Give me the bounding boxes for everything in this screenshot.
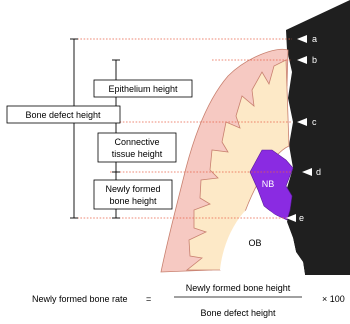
marker-c-label: c [312, 117, 317, 127]
marker-d-label: d [316, 167, 321, 177]
marker-a-label: a [312, 34, 317, 44]
connective-tissue-height-label-2: tissue height [112, 149, 163, 159]
formula-equals: = [146, 294, 151, 304]
ob-label: OB [248, 238, 261, 248]
newly-formed-bone-height-label-1: Newly formed [105, 184, 160, 194]
formula-numerator: Newly formed bone height [186, 283, 291, 293]
nb-label: NB [262, 179, 275, 189]
bone-defect-height-label: Bone defect height [25, 110, 101, 120]
newly-formed-bone-height-label-2: bone height [109, 196, 157, 206]
epithelium-height-label: Epithelium height [108, 84, 178, 94]
formula-denominator: Bone defect height [200, 308, 276, 318]
connective-tissue-height-label-1: Connective [114, 137, 159, 147]
formula-multiplier: × 100 [322, 294, 345, 304]
tooth-root [286, 0, 350, 275]
formula-left-label: Newly formed bone rate [32, 294, 128, 304]
marker-b-label: b [312, 55, 317, 65]
marker-e-label: e [299, 213, 304, 223]
